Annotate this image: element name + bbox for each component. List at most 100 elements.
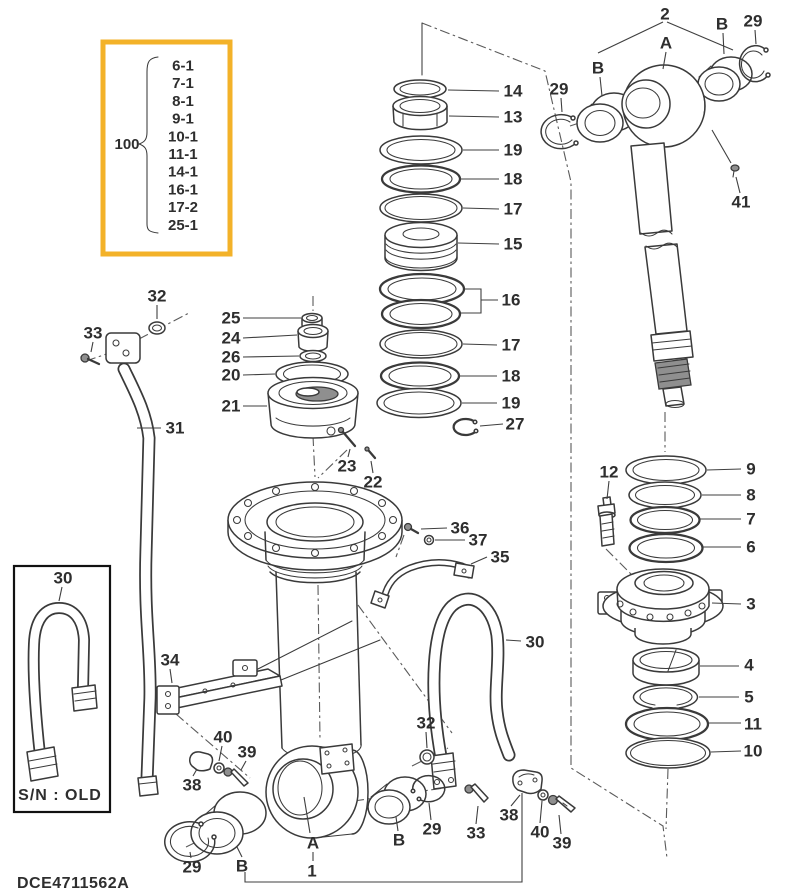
legend-item: 9-1	[172, 111, 194, 128]
serial-box: S/N : OLD	[12, 564, 112, 814]
callout-32: 32	[148, 287, 167, 306]
piston-15	[384, 221, 458, 272]
callout-B: B	[393, 831, 405, 850]
callout-14: 14	[504, 82, 523, 101]
callout-17: 17	[504, 200, 523, 219]
legend-brace	[138, 56, 159, 234]
leader-line-40	[218, 745, 223, 762]
leader-line-40	[539, 800, 543, 824]
callout-22: 22	[364, 473, 383, 492]
leader-line-36	[420, 527, 448, 530]
ring-19-upper	[379, 135, 463, 165]
washer-37	[423, 534, 435, 546]
leader-line-30	[505, 639, 522, 642]
leader-line-22	[370, 460, 374, 474]
bracket-34-group	[156, 620, 381, 787]
callout-2: 2	[660, 5, 669, 24]
legend-item: 16-1	[168, 181, 198, 198]
leader-line-32	[425, 731, 428, 749]
hose-30-right	[427, 592, 516, 790]
legend-items: 6-17-18-19-110-111-114-116-117-225-1	[168, 58, 198, 234]
callout-8: 8	[746, 486, 755, 505]
leader-line-14	[447, 89, 500, 92]
callout-31: 31	[166, 419, 185, 438]
callout-41: 41	[732, 193, 751, 212]
leader-line-2	[666, 21, 734, 51]
leader-line-12	[606, 480, 610, 500]
callout-17: 17	[502, 336, 521, 355]
callout-9: 9	[746, 460, 755, 479]
leader-line-26	[242, 355, 300, 358]
old-hose-fitting-bottom	[26, 746, 59, 782]
callout-35: 35	[491, 548, 510, 567]
legend-item: 6-1	[172, 58, 194, 75]
leader-line-30	[58, 586, 63, 602]
legend-group-label: 100	[114, 136, 139, 153]
ring-16b	[380, 298, 462, 330]
leader-line-2	[597, 21, 664, 54]
clamp-38-left	[189, 751, 214, 772]
leader-line-29	[754, 29, 757, 45]
pipe-end-fitting	[137, 775, 159, 797]
leader-line-B	[236, 846, 243, 858]
cup-24	[297, 323, 329, 353]
callout-33: 33	[467, 824, 486, 843]
leader-line-38	[510, 794, 521, 807]
ring-19-lower	[376, 387, 462, 419]
leader-line-33	[475, 805, 479, 825]
leader-line-38	[192, 768, 198, 777]
callout-39: 39	[238, 743, 257, 762]
pipe-31-assembly	[80, 321, 166, 797]
leader-line-9	[706, 468, 742, 471]
leader-line-27	[479, 423, 504, 427]
elbow-block	[105, 332, 141, 364]
leader-line-35	[470, 556, 488, 565]
legend-box: 100 6-17-18-19-110-111-114-116-117-225-1	[100, 39, 233, 257]
callout-29: 29	[183, 858, 202, 877]
leader-line-B	[395, 816, 399, 832]
leader-line-3	[711, 602, 742, 605]
snap-ring-5	[632, 684, 699, 709]
callout-23: 23	[338, 457, 357, 476]
snap-ring-29-right-top	[738, 44, 769, 83]
gland-stack-right	[597, 455, 724, 645]
ring-18-upper	[380, 164, 462, 194]
leader-line-29	[189, 851, 192, 859]
callout-5: 5	[744, 688, 753, 707]
washer-40-right	[537, 789, 549, 801]
piston-rings-right	[624, 647, 711, 769]
callout-29: 29	[423, 820, 442, 839]
oring-32-right	[419, 749, 435, 765]
callout-29: 29	[744, 12, 763, 31]
callout-27: 27	[506, 415, 525, 434]
drawing-code: DCE4711562A	[17, 875, 129, 892]
callout-29: 29	[550, 80, 569, 99]
legend-item: 8-1	[172, 93, 194, 110]
callout-B: B	[236, 857, 248, 876]
ring-26	[299, 349, 327, 363]
leader-line-33	[90, 341, 94, 353]
callout-40: 40	[531, 823, 550, 842]
callout-15: 15	[504, 235, 523, 254]
callout-39: 39	[553, 834, 572, 853]
callout-38: 38	[183, 776, 202, 795]
callout-A: A	[307, 834, 319, 853]
callout-1: 1	[307, 862, 316, 881]
legend-item: 14-1	[168, 164, 198, 181]
bottom-left-bushing-group	[164, 791, 267, 863]
callout-16: 16	[502, 291, 521, 310]
callout-19: 19	[502, 394, 521, 413]
piston-rod	[630, 142, 694, 409]
oring-10	[625, 737, 711, 769]
washer-40-left	[213, 762, 225, 774]
port-boss	[319, 743, 355, 775]
callout-6: 6	[746, 538, 755, 557]
leader-line-13	[448, 115, 500, 118]
legend-item: 25-1	[168, 217, 198, 234]
leader-line-17	[462, 343, 498, 346]
leader-line-10	[710, 750, 742, 753]
ring-17-lower	[379, 329, 463, 359]
callout-25: 25	[222, 309, 241, 328]
